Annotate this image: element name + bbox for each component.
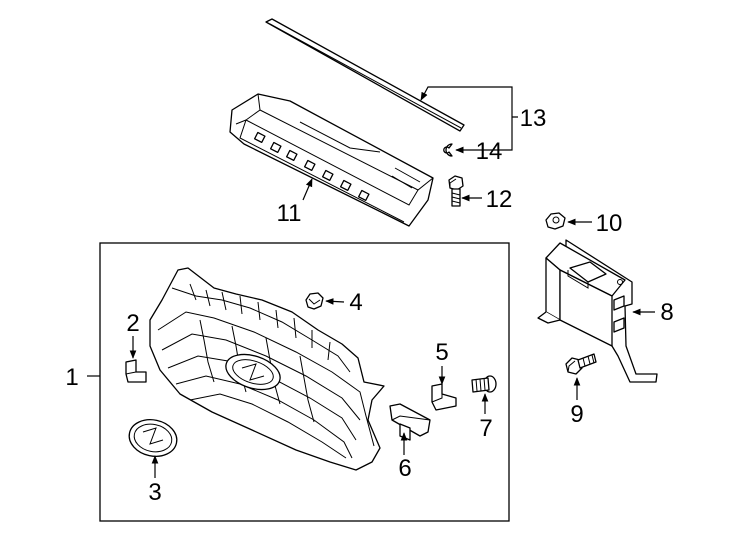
callout-6: 6 [398,455,411,482]
part-8-module-bracket [537,239,658,383]
part-9-bolt [565,353,597,375]
callout-5: 5 [435,339,448,366]
part-13-molding-strip [265,18,465,132]
callout-3: 3 [148,479,161,506]
part-3-emblem [128,419,178,457]
callout-8: 8 [660,299,673,326]
grille-assembly-box [99,242,510,522]
callout-14: 14 [476,138,503,165]
callout-labels: 1 2 3 4 5 6 7 8 9 10 11 12 13 14 [65,105,673,506]
callout-9: 9 [570,401,583,428]
callout-10: 10 [596,210,623,237]
part-4-grommet [305,292,324,310]
part-7-screw [471,375,497,393]
part-12-bolt [448,175,464,207]
part-6-bracket [389,403,431,441]
callout-11: 11 [277,200,302,227]
part-1-radiator-grille [149,267,385,471]
callout-1: 1 [65,364,78,391]
part-10-nut [545,212,566,230]
callout-12: 12 [486,186,513,213]
callout-4: 4 [349,289,362,316]
part-11-upper-panel [229,93,434,227]
part-5-bracket [431,383,457,411]
callout-7: 7 [479,415,492,442]
part-2-clip [125,359,147,383]
leader-lines [87,86,655,478]
part-14-clip [443,143,453,157]
callout-2: 2 [126,310,139,337]
callout-13: 13 [520,105,547,132]
